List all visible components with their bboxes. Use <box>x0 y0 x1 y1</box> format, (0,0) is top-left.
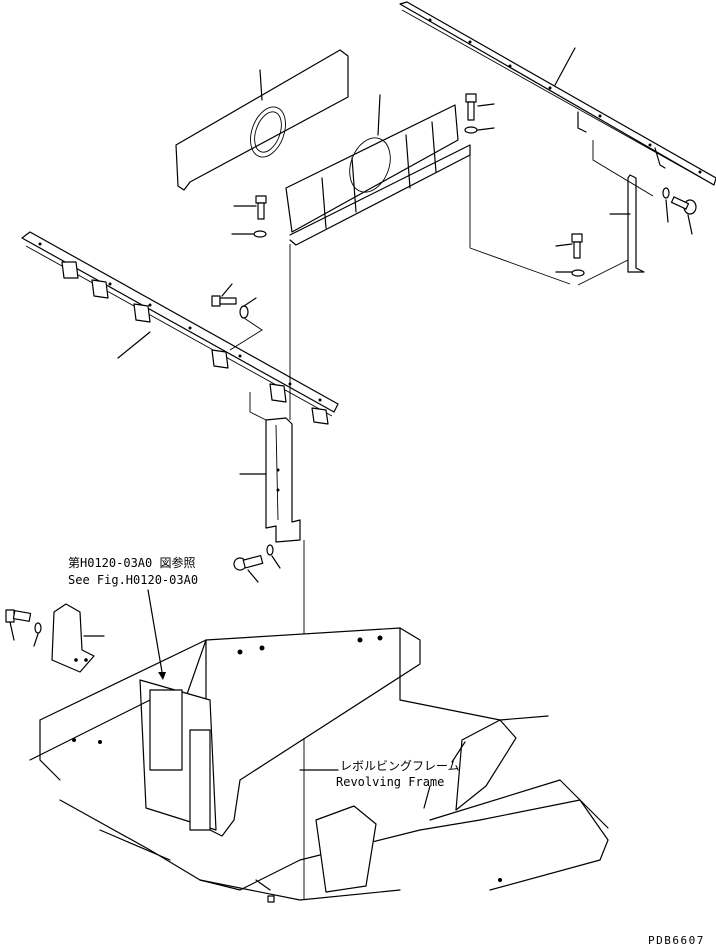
rail-upper-right <box>399 1 716 186</box>
reference-label-jp: 第H0120-03A0 図参照 <box>68 555 195 570</box>
bolt-lower-center <box>233 544 281 583</box>
bolt-center-1 <box>231 195 267 238</box>
drawing-code: PDB6607 <box>648 934 705 947</box>
bolt-left-rail <box>211 283 263 351</box>
cover-plate-ribbed <box>285 94 471 246</box>
bolt-right-1 <box>662 187 697 235</box>
revolving-frame <box>29 627 609 903</box>
bracket-small-left <box>51 603 105 673</box>
annotation-leaders <box>147 589 466 809</box>
frame-label-jp: レボルビングフレーム <box>340 759 460 773</box>
bracket-right <box>577 140 654 286</box>
reference-label-en: See Fig.H0120-03A0 <box>68 573 198 587</box>
bolt-upper-1 <box>465 93 495 121</box>
rail-left <box>21 231 339 425</box>
bolt-left-small <box>5 609 42 647</box>
washer-upper-1 <box>464 126 495 134</box>
cover-plate-upper <box>175 49 349 191</box>
bracket-center <box>239 417 301 543</box>
bolt-right-2 <box>555 233 585 277</box>
frame-label-en: Revolving Frame <box>336 775 444 789</box>
